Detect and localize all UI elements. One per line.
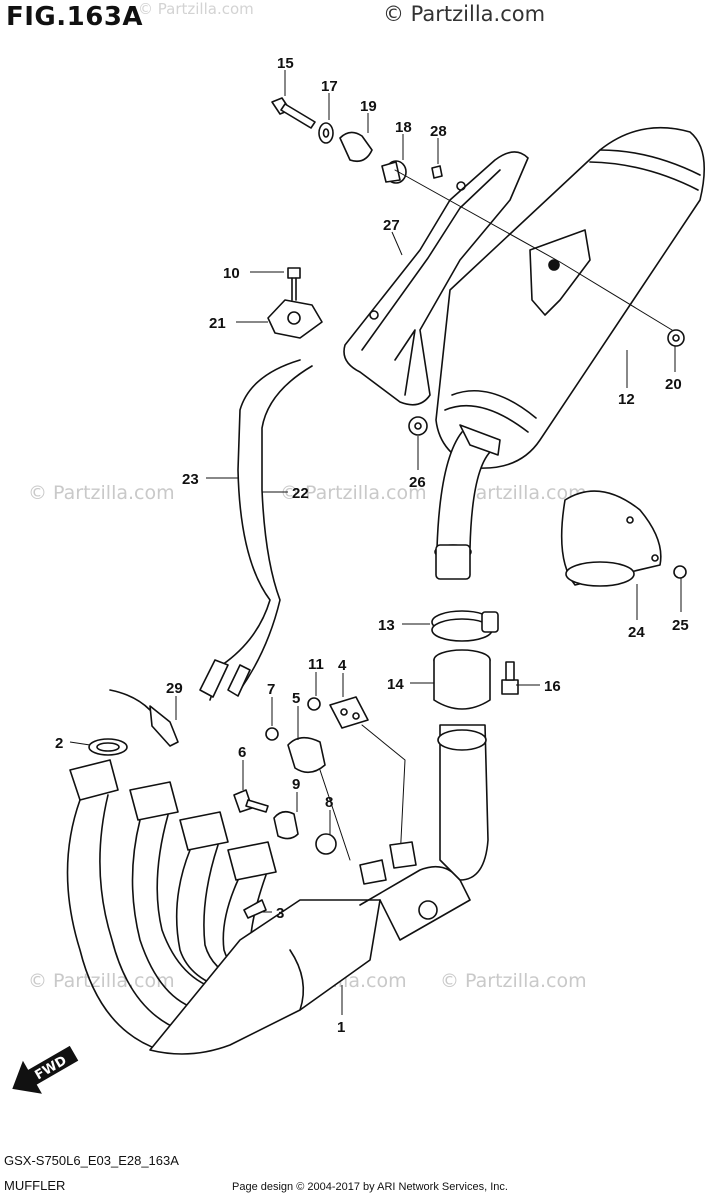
- callout-27: 27: [383, 217, 400, 234]
- figure-title: FIG.163A: [6, 2, 144, 32]
- callout-13: 13: [378, 617, 395, 634]
- callout-16: 16: [544, 678, 561, 695]
- bracket-4: [329, 696, 417, 869]
- muffler-bracket: [529, 229, 591, 316]
- end-cap: [560, 490, 662, 587]
- callout-6: 6: [238, 744, 246, 761]
- watermark: © Partzilla.com: [440, 482, 587, 504]
- callout-20: 20: [665, 376, 682, 393]
- mount-hardware: [271, 97, 443, 184]
- connecting-pipe: [434, 424, 501, 580]
- diagram-name: MUFFLER: [4, 1178, 66, 1193]
- gasket: [433, 649, 491, 710]
- callout-26: 26: [409, 474, 426, 491]
- callout-18: 18: [395, 119, 412, 136]
- watermark: © Partzilla.com: [440, 970, 587, 992]
- bolt-25: [673, 565, 687, 579]
- callout-7: 7: [267, 681, 275, 698]
- callout-labels: 15 17 19 18 28 27 10 21 23 22 26 12 20 1…: [55, 55, 689, 1036]
- grommet-9: [273, 810, 299, 840]
- callout-28: 28: [430, 123, 447, 140]
- callout-21: 21: [209, 315, 226, 332]
- nut-11: [307, 697, 321, 711]
- callout-17: 17: [321, 78, 338, 95]
- bolt-16: [501, 661, 519, 695]
- collar-7: [265, 727, 279, 741]
- gasket-2: [88, 738, 128, 756]
- watermark: © Partzilla.com: [138, 0, 254, 18]
- nut-20: [667, 329, 685, 347]
- valve-actuator-cover: [267, 267, 323, 339]
- watermark: © Partzilla.com: [280, 482, 427, 504]
- callout-5: 5: [292, 690, 300, 707]
- callout-2: 2: [55, 735, 63, 752]
- control-cables: [199, 359, 313, 701]
- watermark-top: © Partzilla.com: [383, 2, 546, 26]
- watermark: © Partzilla.com: [28, 970, 175, 992]
- callout-22: 22: [292, 485, 309, 502]
- callout-1: 1: [337, 1019, 345, 1036]
- diagram-code: GSX-S750L6_E03_E28_163A: [4, 1153, 179, 1168]
- callout-3: 3: [276, 905, 284, 922]
- callout-24: 24: [628, 624, 645, 641]
- callout-19: 19: [360, 98, 377, 115]
- callout-15: 15: [277, 55, 294, 72]
- callout-23: 23: [182, 471, 199, 488]
- exhaust-header: [66, 724, 489, 1055]
- callout-10: 10: [223, 265, 240, 282]
- leader-lines: [394, 169, 673, 331]
- callout-9: 9: [292, 776, 300, 793]
- callout-25: 25: [672, 617, 689, 634]
- callout-14: 14: [387, 676, 404, 693]
- callout-4: 4: [338, 657, 347, 674]
- fwd-arrow: FWD: [12, 1045, 79, 1094]
- callout-8: 8: [325, 794, 333, 811]
- callout-leaders: [69, 70, 682, 1015]
- copyright-text: Page design © 2004-2017 by ARI Network S…: [232, 1181, 508, 1193]
- collar-8: [315, 833, 337, 855]
- bolt-3: [243, 899, 267, 919]
- callout-12: 12: [618, 391, 635, 408]
- callout-29: 29: [166, 680, 183, 697]
- callout-11: 11: [308, 656, 324, 673]
- heat-shield: [343, 151, 529, 406]
- washer-26: [408, 416, 428, 436]
- watermark: © Partzilla.com: [28, 482, 175, 504]
- o2-sensor: [109, 689, 179, 747]
- rubber-mount-5: [287, 736, 387, 885]
- clamp: [431, 610, 499, 642]
- bolt-6: [233, 789, 269, 813]
